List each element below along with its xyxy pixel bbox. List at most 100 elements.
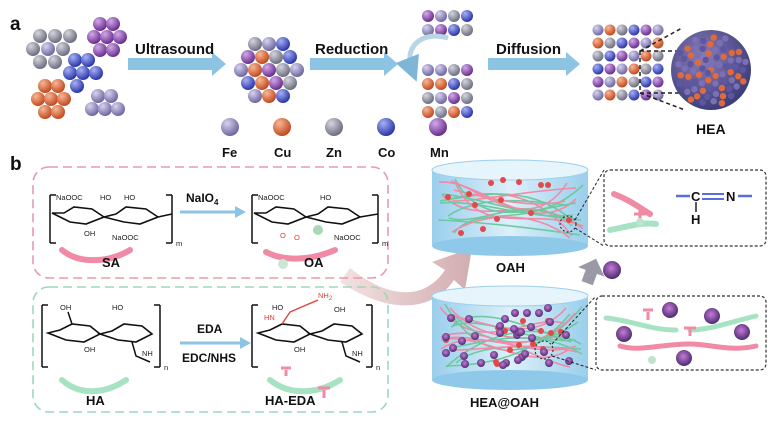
atom-fe: [85, 102, 99, 116]
sphere-atom: [727, 92, 735, 100]
atom-co: [276, 37, 290, 51]
sa-repeat-m: m: [176, 239, 182, 248]
sphere-atom: [733, 83, 740, 90]
crosslink-point: [498, 197, 504, 203]
polymer-chain: [448, 208, 573, 227]
polymer-chain: [450, 322, 577, 342]
sphere-atom: [705, 50, 712, 57]
sa-structure: [49, 194, 173, 264]
atom-fe: [262, 37, 276, 51]
sphere-atom: [691, 36, 699, 44]
hea-label: HEA: [696, 121, 726, 137]
sphere-atom: [710, 34, 717, 41]
atom-cu: [435, 78, 447, 90]
embedded-nanoparticle: [447, 314, 455, 322]
polymer-chain: [453, 184, 584, 234]
atom-zn: [461, 78, 473, 90]
atom-co: [283, 50, 297, 64]
crosslink-point: [466, 191, 472, 197]
sphere-atom: [712, 80, 719, 87]
atom-lattice: [592, 24, 664, 101]
atom-co: [81, 53, 95, 67]
ha-eda-label: HA-EDA: [265, 393, 316, 408]
sphere-atom: [699, 99, 706, 106]
hea-oah-zoom-line-2: [551, 355, 597, 371]
crosslink-point: [458, 230, 464, 236]
sphere-atom: [719, 93, 727, 100]
zoom-line-top: [639, 27, 683, 52]
atom-cu: [57, 92, 71, 106]
embedded-nanoparticle: [501, 315, 509, 323]
sphere-atom: [680, 55, 688, 62]
bond-zoom-box: [603, 169, 767, 247]
embedded-nanoparticle: [546, 318, 554, 326]
sphere-atom: [704, 93, 711, 101]
embedded-nanoparticle: [535, 309, 543, 317]
sphere-atom: [687, 60, 694, 68]
sphere-atom: [702, 56, 709, 64]
oah-zoom-circle: [559, 215, 577, 233]
atom-fe: [628, 50, 640, 62]
edc-nhs-label: EDC/NHS: [182, 351, 236, 365]
atom-zn: [422, 92, 434, 104]
polymer-chain: [440, 337, 569, 359]
atom-co: [461, 106, 473, 118]
atom-zn: [48, 55, 62, 69]
sphere-atom: [677, 72, 684, 79]
atom-co: [628, 24, 640, 36]
atom-fe: [435, 64, 447, 76]
atom-zn: [628, 76, 640, 88]
step-diffusion-label: Diffusion: [496, 41, 561, 58]
sa-group-3: HO: [124, 193, 135, 202]
ha-eda-group-4: NH: [352, 349, 363, 358]
atom-co: [89, 66, 103, 80]
atom-mn: [628, 37, 640, 49]
atom-co: [68, 53, 82, 67]
atom-fe: [91, 89, 105, 103]
polymer-chain: [445, 307, 567, 330]
atom-zn: [616, 89, 628, 101]
atom-fe: [234, 63, 248, 77]
sphere-atom: [699, 45, 706, 52]
crosslink-point: [516, 342, 522, 348]
sphere-atom: [711, 46, 719, 53]
atom-cu: [592, 37, 604, 49]
step-reduction-label: Reduction: [315, 41, 388, 58]
embedded-nanoparticle: [460, 352, 468, 360]
atom-zn: [269, 50, 283, 64]
reaction-arrow-large: [340, 248, 472, 306]
atom-fe: [640, 37, 652, 49]
crosslink-point: [445, 194, 451, 200]
crosslink-point: [494, 216, 500, 222]
crosslink-point: [507, 347, 513, 353]
sphere-atom: [695, 71, 703, 79]
sa-group-4: OH: [84, 229, 95, 238]
legend-label-co: Co: [378, 145, 395, 160]
crosslink-point: [493, 359, 499, 365]
atom-mn: [616, 50, 628, 62]
atom-fe: [104, 89, 118, 103]
polymer-chain: [446, 312, 576, 344]
sphere-atom: [687, 52, 695, 59]
ha-label: HA: [86, 393, 105, 408]
crosslink-point: [472, 202, 478, 208]
sphere-atom: [718, 100, 726, 107]
atom-rows-reduced: [422, 10, 473, 118]
naio4-arrowhead: [235, 206, 246, 218]
atom-co: [448, 24, 460, 36]
sphere-atom: [735, 73, 742, 80]
hea-particle: [603, 261, 621, 279]
sphere-atom: [684, 45, 691, 52]
sphere-atom: [716, 39, 723, 46]
ha-eda-hn: HN: [264, 313, 275, 322]
sa-group-5: NaOOC: [112, 233, 139, 242]
atom-cu: [616, 76, 628, 88]
crosslink-point: [488, 180, 494, 186]
atom-co: [276, 89, 290, 103]
polymer-chain: [438, 181, 577, 214]
eda-label: EDA: [197, 322, 223, 336]
polymer-chain: [455, 183, 584, 227]
crosslink-point: [520, 318, 526, 324]
atom-cu: [628, 63, 640, 75]
